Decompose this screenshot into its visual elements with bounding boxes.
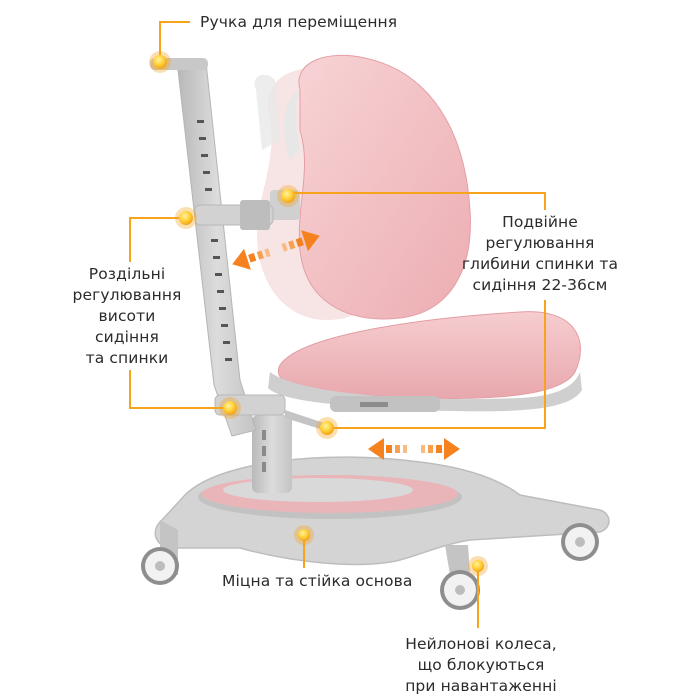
callout-wheels-line: що блокуються: [417, 656, 545, 674]
adjust-knob-icon: [468, 556, 488, 576]
backrest: [270, 54, 471, 320]
seat: [268, 311, 582, 412]
leader-lines: [129, 21, 546, 628]
adjust-knob-icon: [219, 397, 241, 419]
callout-depth-line: регулювання: [485, 234, 595, 252]
callout-base-line: Міцна та стійка основа: [222, 572, 413, 590]
double-arrow-icon: [232, 230, 320, 270]
adjust-knob-icon: [294, 525, 314, 545]
callout-depth-line: Подвійне: [502, 213, 578, 231]
adjust-knob-icon: [149, 51, 171, 73]
callout-height-adjust: Роздільні регулювання висоти сидіння та …: [60, 264, 194, 369]
double-arrow-icon: [368, 438, 460, 460]
callout-handle-line: Ручка для переміщення: [200, 13, 398, 31]
lower-column: [252, 415, 292, 493]
chair-base: [154, 456, 610, 575]
adjust-knob-icon: [175, 207, 197, 229]
wheels: [141, 523, 599, 610]
callout-handle: Ручка для переміщення: [200, 12, 397, 33]
callout-height-line: та спинки: [85, 349, 169, 367]
callout-height-line: висоти: [98, 307, 156, 325]
wheel-front-left: [141, 547, 179, 585]
callout-height-line: Роздільні: [88, 265, 166, 283]
adjust-knob-icon: [277, 185, 299, 207]
callout-wheels: Нейлонові колеса, що блокуються при нава…: [396, 634, 566, 697]
adjust-knobs: [149, 51, 488, 576]
callout-wheels-line: Нейлонові колеса,: [405, 635, 557, 653]
wheel-front-right: [440, 570, 480, 610]
callout-wheels-line: при навантаженні: [405, 677, 557, 695]
wheel-back-right: [561, 523, 599, 561]
callout-base: Міцна та стійка основа: [222, 571, 412, 592]
callout-height-line: сидіння: [95, 328, 159, 346]
callout-depth-adjust: Подвійне регулювання глибини спинки та с…: [452, 212, 628, 296]
callout-depth-line: сидіння 22-36см: [472, 276, 608, 294]
adjust-knob-icon: [316, 417, 338, 439]
callout-depth-line: глибини спинки та: [461, 255, 619, 273]
callout-height-line: регулювання: [72, 286, 182, 304]
